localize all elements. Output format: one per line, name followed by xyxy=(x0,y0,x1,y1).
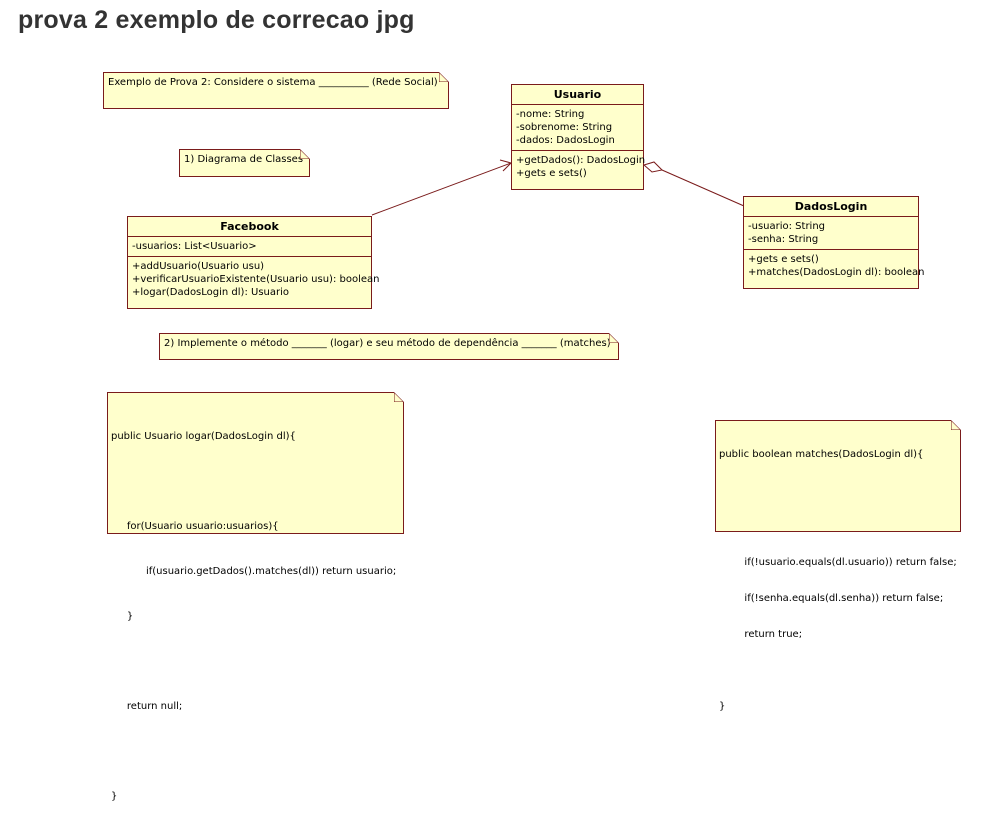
attribute: -dados: DadosLogin xyxy=(516,135,615,146)
class-name: DadosLogin xyxy=(744,197,918,217)
class-methods: +addUsuario(Usuario usu) +verificarUsuar… xyxy=(128,256,380,302)
intro-note: Exemplo de Prova 2: Considere o sistema … xyxy=(103,72,449,109)
class-diagram-note: 1) Diagrama de Classes xyxy=(179,149,310,177)
code-line: return null; xyxy=(111,701,183,712)
class-dadoslogin: DadosLogin -usuario: String -senha: Stri… xyxy=(743,196,925,289)
note-fold-icon xyxy=(609,333,619,343)
logar-code-note: public Usuario logar(DadosLogin dl){ for… xyxy=(107,392,404,802)
class-diagram-note-text: 1) Diagrama de Classes xyxy=(184,154,304,165)
usuario-dadoslogin-aggregation xyxy=(661,169,745,207)
intro-note-text: Exemplo de Prova 2: Considere o sistema … xyxy=(108,77,438,88)
page-title: prova 2 exemplo de correcao jpg xyxy=(18,6,415,34)
code-line: } xyxy=(111,791,118,802)
code-line xyxy=(719,665,957,677)
attribute: -sobrenome: String xyxy=(516,122,613,133)
code-line: if(!usuario.equals(dl.usuario)) return f… xyxy=(719,557,957,568)
matches-code: public boolean matches(DadosLogin dl){ i… xyxy=(716,421,960,743)
attribute: -usuarios: List<Usuario> xyxy=(132,241,257,252)
method: +logar(DadosLogin dl): Usuario xyxy=(132,287,290,298)
code-line xyxy=(111,744,400,759)
code-line: } xyxy=(719,701,726,712)
facebook-usuario-association xyxy=(371,162,512,216)
code-line: for(Usuario usuario:usuarios){ xyxy=(111,521,279,532)
code-line: if(usuario.getDados().matches(dl)) retur… xyxy=(111,566,397,577)
note-fold-icon xyxy=(439,72,449,82)
class-methods: +getDados(): DadosLogin +gets e sets() xyxy=(512,150,646,183)
code-line xyxy=(111,474,400,489)
class-attributes: -usuarios: List<Usuario> xyxy=(128,237,371,256)
class-name: Facebook xyxy=(128,217,371,237)
method: +getDados(): DadosLogin xyxy=(516,155,646,166)
code-line xyxy=(719,485,957,497)
method: +addUsuario(Usuario usu) xyxy=(132,261,265,272)
aggregation-diamond xyxy=(642,161,664,173)
code-line xyxy=(111,654,400,669)
method: +matches(DadosLogin dl): boolean xyxy=(748,267,925,278)
attribute: -senha: String xyxy=(748,234,819,245)
code-line: } xyxy=(111,611,134,622)
code-line: return true; xyxy=(719,629,803,640)
note-fold-icon xyxy=(300,149,310,159)
code-line: public boolean matches(DadosLogin dl){ xyxy=(719,449,924,460)
class-name: Usuario xyxy=(512,85,643,105)
code-line: public Usuario logar(DadosLogin dl){ xyxy=(111,431,296,442)
class-methods: +gets e sets() +matches(DadosLogin dl): … xyxy=(744,249,925,282)
class-usuario: Usuario -nome: String -sobrenome: String… xyxy=(511,84,646,190)
class-facebook: Facebook -usuarios: List<Usuario> +addUs… xyxy=(127,216,380,309)
method: +verificarUsuarioExistente(Usuario usu):… xyxy=(132,274,380,285)
note-fold-icon xyxy=(951,420,961,430)
note-fold-icon xyxy=(394,392,404,402)
logar-code: public Usuario logar(DadosLogin dl){ for… xyxy=(108,393,403,840)
attribute: -usuario: String xyxy=(748,221,826,232)
code-line xyxy=(719,521,957,533)
class-attributes: -usuario: String -senha: String xyxy=(744,217,918,249)
attribute: -nome: String xyxy=(516,109,585,120)
method: +gets e sets() xyxy=(516,168,587,179)
class-attributes: -nome: String -sobrenome: String -dados:… xyxy=(512,105,643,150)
implement-note-text: 2) Implemente o método _______ (logar) e… xyxy=(164,338,611,349)
method: +gets e sets() xyxy=(748,254,819,265)
code-line: if(!senha.equals(dl.senha)) return false… xyxy=(719,593,944,604)
implement-note: 2) Implemente o método _______ (logar) e… xyxy=(159,333,619,360)
matches-code-note: public boolean matches(DadosLogin dl){ i… xyxy=(715,420,961,712)
